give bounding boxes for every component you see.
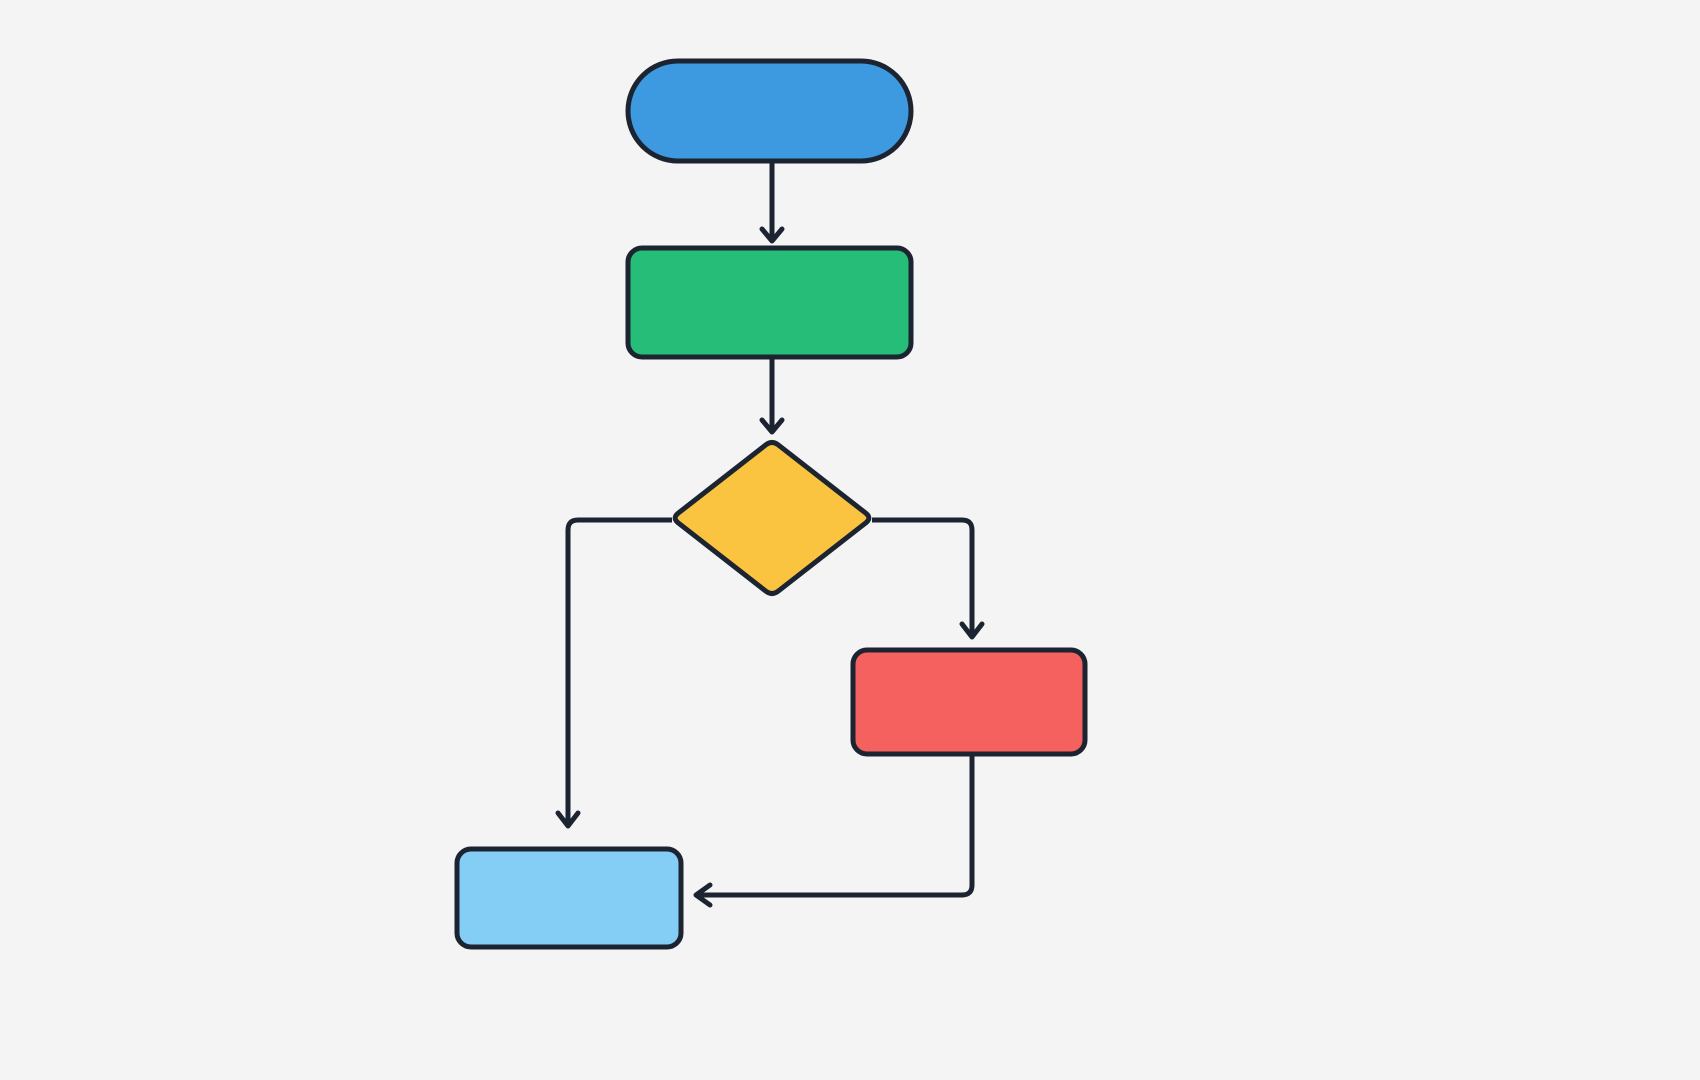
edge-decision-to-end — [555, 517, 672, 829]
node-decision-shape[interactable] — [672, 439, 872, 597]
node-branch-right-shape[interactable] — [850, 647, 1088, 757]
node-start[interactable] — [625, 58, 914, 164]
arrowhead-down-icon — [759, 226, 785, 244]
node-decision[interactable] — [672, 439, 872, 597]
node-layer — [454, 58, 1088, 950]
edge-process-to-decision — [759, 357, 785, 435]
node-end[interactable] — [454, 846, 684, 950]
edge-layer — [555, 161, 985, 908]
edge-start-to-process — [759, 161, 785, 244]
node-process[interactable] — [625, 245, 914, 360]
edge-line — [697, 754, 975, 898]
edge-branch-to-end — [693, 754, 975, 908]
arrowhead-down-icon — [959, 621, 985, 640]
edge-line — [565, 517, 672, 825]
node-branch-right[interactable] — [850, 647, 1088, 757]
edge-decision-to-branch — [872, 517, 985, 640]
arrowhead-down-icon — [759, 417, 785, 435]
arrowhead-left-icon — [693, 882, 713, 908]
node-end-shape[interactable] — [454, 846, 684, 950]
edge-line — [872, 517, 975, 636]
node-process-shape[interactable] — [625, 245, 914, 360]
node-start-shape[interactable] — [625, 58, 914, 164]
arrowhead-down-icon — [555, 810, 581, 829]
